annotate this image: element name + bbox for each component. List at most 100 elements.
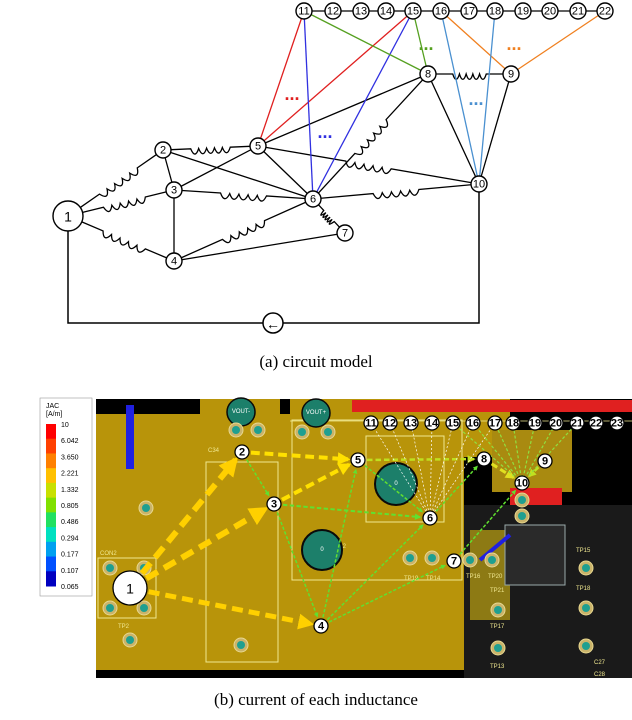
pcb-node-18: 18 xyxy=(505,415,521,431)
svg-text:15: 15 xyxy=(407,6,419,18)
circuit-node-10: 10 xyxy=(470,175,488,193)
circuit-node-12: 12 xyxy=(324,2,342,20)
silk-label-tp2: TP2 xyxy=(118,624,130,630)
circuit-node-6: 6 xyxy=(304,190,322,208)
circuit-node-9: 9 xyxy=(502,65,520,83)
legend-swatch-0 xyxy=(46,424,56,440)
svg-text:11: 11 xyxy=(298,6,309,18)
svg-text:18: 18 xyxy=(507,418,519,430)
circuit-edge-8-15 xyxy=(412,10,429,75)
current-arrow-3-4 xyxy=(276,512,319,618)
ellipsis-mark-1: ... xyxy=(317,122,332,142)
fan-line-10-19 xyxy=(521,422,536,484)
legend-swatch-7 xyxy=(46,527,56,543)
svg-text:3: 3 xyxy=(271,499,277,511)
fan-line-6-13 xyxy=(410,422,431,519)
pcb-node-14: 14 xyxy=(424,415,440,431)
svg-text:13: 13 xyxy=(355,6,367,18)
circuit-edge-10-16 xyxy=(440,10,480,185)
source-loop-wire xyxy=(67,192,480,324)
pcb-node-15: 15 xyxy=(445,415,461,431)
svg-text:15: 15 xyxy=(447,418,459,430)
circuit-edge-6-11 xyxy=(303,10,314,200)
current-arrow-5-8 xyxy=(366,455,476,464)
svg-text:14: 14 xyxy=(380,6,392,18)
circuit-edge-4-7 xyxy=(173,232,346,262)
via-2 xyxy=(228,422,244,438)
fan-line-6-12 xyxy=(389,422,431,519)
circuit-edge-3-6 xyxy=(181,189,306,202)
svg-text:21: 21 xyxy=(571,418,583,430)
svg-text:9: 9 xyxy=(508,69,514,81)
via-19 xyxy=(136,600,152,616)
circuit-node-15: 15 xyxy=(404,2,422,20)
svg-text:2: 2 xyxy=(239,447,245,459)
silk-label-tp17: TP17 xyxy=(490,624,505,630)
circuit-ellipsis-marks: ............... xyxy=(284,34,521,142)
circuit-edge-6-10 xyxy=(320,184,472,200)
legend-tick-7: 0.294 xyxy=(61,535,79,542)
pcb-node-17: 17 xyxy=(487,415,503,431)
svg-text:4: 4 xyxy=(171,256,177,268)
circuit-edge-2-5 xyxy=(170,145,251,155)
pcb-node-1: 1 xyxy=(112,570,148,606)
circuit-edges xyxy=(79,10,606,262)
current-source-arrow: ← xyxy=(266,316,280,332)
circuit-node-1: 1 xyxy=(52,200,84,232)
circuit-edge-4-6 xyxy=(181,201,306,259)
svg-text:2: 2 xyxy=(160,145,166,157)
circuit-node-14: 14 xyxy=(377,2,395,20)
fan-line-6-11 xyxy=(370,422,431,519)
pcb-vias xyxy=(102,422,594,656)
circuit-edge-5-11 xyxy=(257,10,305,147)
circuit-edge-1-4 xyxy=(81,221,167,259)
legend-swatch-3 xyxy=(46,468,56,484)
fan-line-6-15 xyxy=(429,422,454,519)
circuit-edge-8-10 xyxy=(427,73,480,185)
silk-label-tp14: TP14 xyxy=(426,576,441,582)
svg-text:21: 21 xyxy=(572,6,584,18)
pcb-node-16: 16 xyxy=(465,415,481,431)
caption-inductance-current: (b) current of each inductance xyxy=(214,690,418,709)
fan-line-10-18 xyxy=(512,422,523,484)
svg-text:1: 1 xyxy=(64,209,72,225)
fan-line-6-16 xyxy=(429,422,474,519)
svg-text:20: 20 xyxy=(544,6,556,18)
circuit-node-8: 8 xyxy=(419,65,437,83)
pcb-node-10: 10 xyxy=(514,475,530,491)
via-5 xyxy=(320,424,336,440)
circuit-edge-9-22 xyxy=(510,10,606,75)
svg-text:11: 11 xyxy=(365,418,377,430)
legend-swatch-6 xyxy=(46,512,56,528)
svg-text:VOUT+: VOUT+ xyxy=(306,410,327,416)
via-16 xyxy=(514,492,530,508)
red-top-trace xyxy=(352,400,632,412)
svg-text:16: 16 xyxy=(435,6,447,18)
legend-tick-4: 1.332 xyxy=(61,487,79,494)
legend-tick-10: 0.065 xyxy=(61,584,79,591)
svg-text:5: 5 xyxy=(255,141,261,153)
svg-text:1: 1 xyxy=(126,581,134,597)
fan-line-10-20 xyxy=(521,422,557,484)
svg-text:14: 14 xyxy=(426,418,439,430)
circuit-node-21: 21 xyxy=(569,2,587,20)
legend-swatch-10 xyxy=(46,571,56,587)
pcb-node-23: 23 xyxy=(609,415,625,431)
fan-line-10-21 xyxy=(521,422,578,484)
circuit-node-20: 20 xyxy=(541,2,559,20)
svg-text:17: 17 xyxy=(463,6,475,18)
current-arrow-1-3 xyxy=(144,506,269,582)
via-9 xyxy=(462,552,478,568)
current-arrow-8-10 xyxy=(490,462,516,479)
current-arrow-7-10 xyxy=(459,489,517,555)
pcb-node-7: 7 xyxy=(446,553,462,569)
silk-label-c4: C34 xyxy=(208,448,220,454)
svg-text:19: 19 xyxy=(529,418,541,430)
svg-text:9: 9 xyxy=(542,456,548,468)
svg-text:5: 5 xyxy=(355,455,361,467)
circuit-edge-5-15 xyxy=(257,10,414,147)
pcb-node-9: 9 xyxy=(537,453,553,469)
silk-label-tp18: TP18 xyxy=(576,586,591,592)
jac-legend: JAC [A/m] 106.0423.6502.2211.3320.8050.4… xyxy=(39,397,93,597)
